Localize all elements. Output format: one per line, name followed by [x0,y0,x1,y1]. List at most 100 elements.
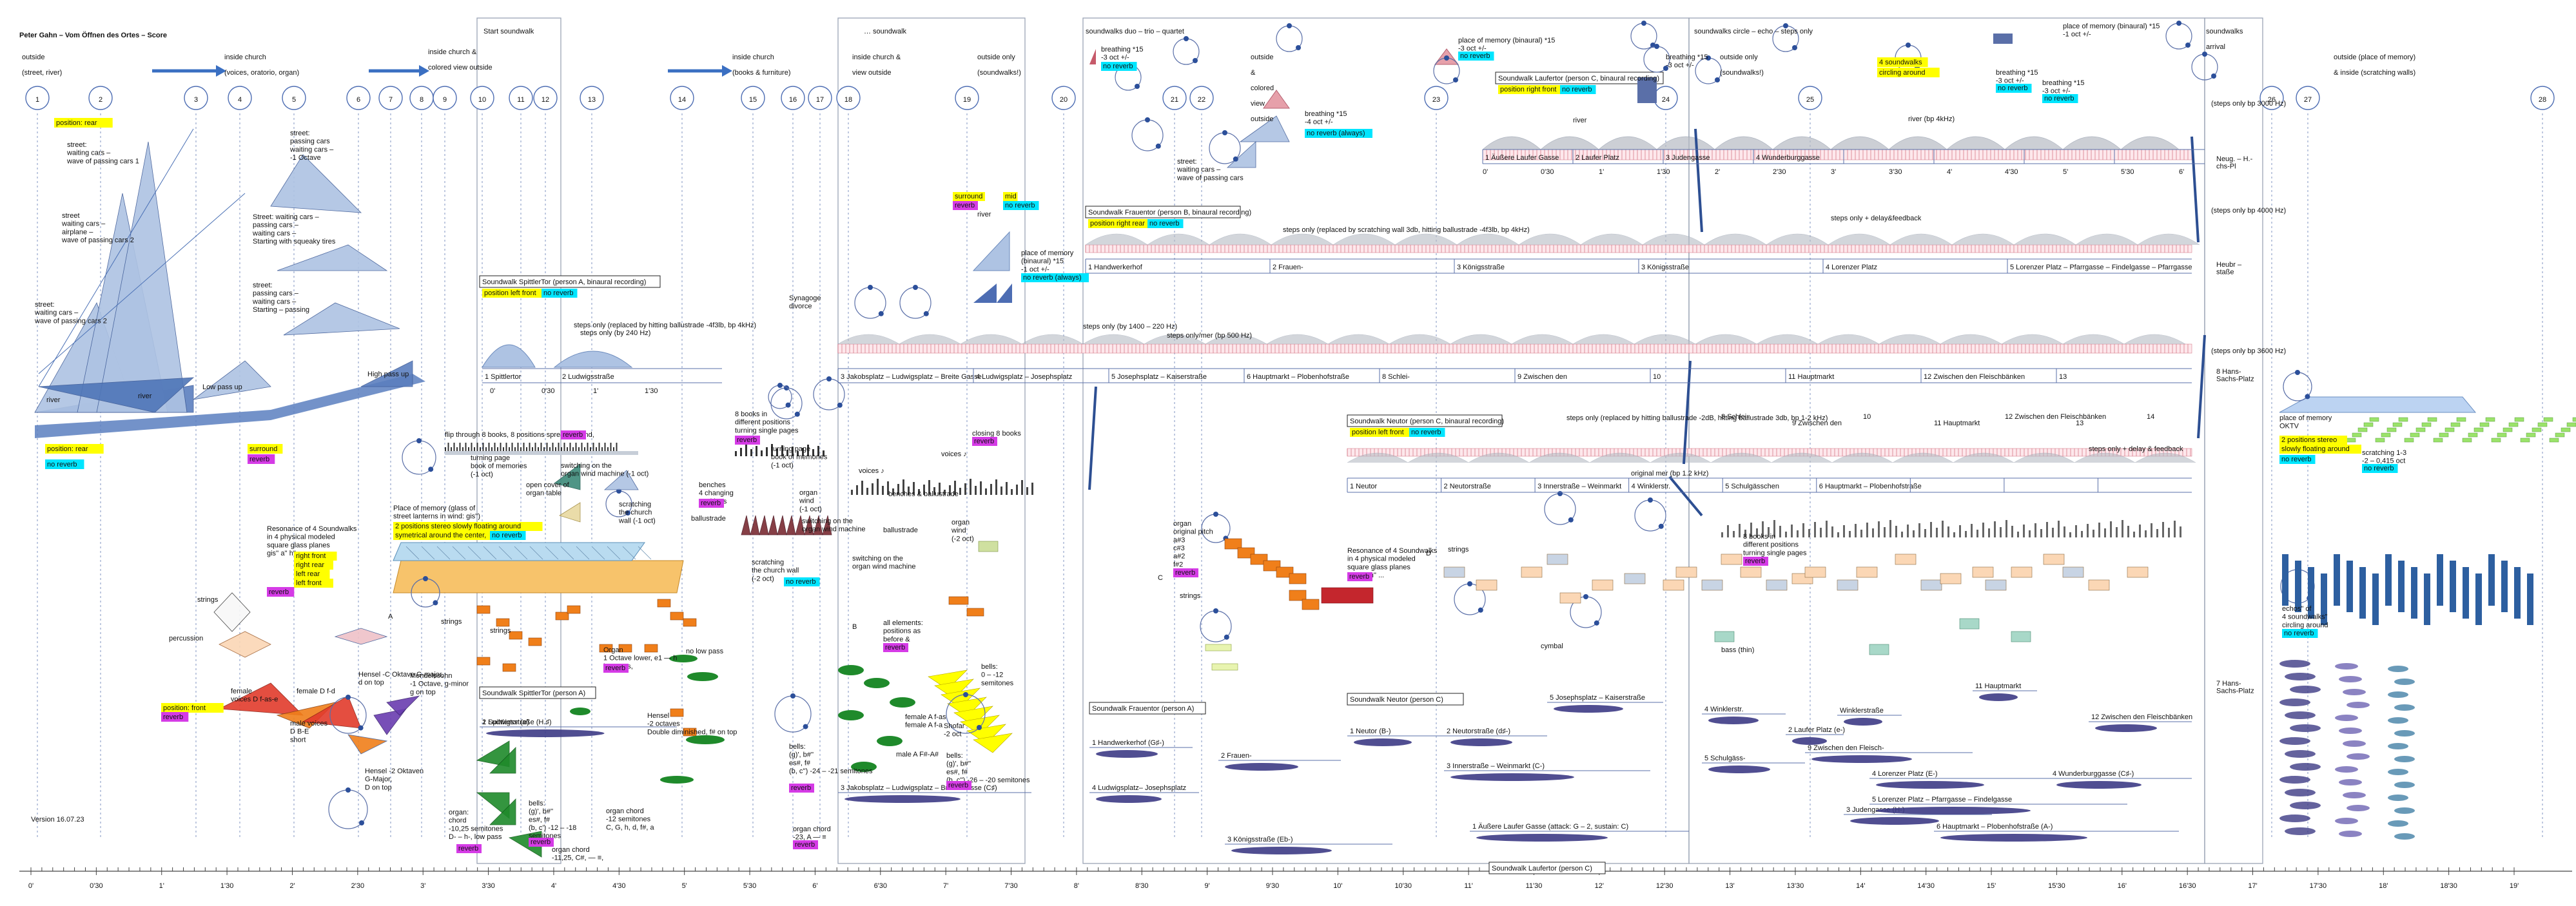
river-line [38,193,246,374]
spittler-long-hump [960,334,1022,345]
laufer-hump [1888,136,1947,150]
speaker-dot [1296,45,1301,50]
organ-block-b [948,596,969,605]
spittler-long-hump [899,334,961,345]
step-note: steps only (replaced by scratching wall … [1283,226,1530,234]
soundwalk-lens [1708,766,1770,773]
speaker-dot [1663,66,1668,71]
speaker-dot [1641,21,1646,26]
spittler-long-hump [1634,334,1696,345]
block-d [1624,573,1646,584]
spittler-long-hump [1695,334,1757,345]
ballustrade-shape [741,515,751,535]
spittler-long-hump [1082,334,1145,345]
marker-number: 21 [1171,96,1178,104]
track-time: 3' [1831,168,1836,176]
misc-track-label: 8 Schlei- [1721,413,1749,421]
track-time: 2' [1715,168,1720,176]
organ-block-b2 [978,541,999,552]
books-bar-d [1947,526,1949,537]
books-bar-d [2122,520,2123,537]
strings-ellipse [687,672,718,681]
soundwalk-neutor-lower: Soundwalk Neutor (person C) [1350,696,1443,704]
timeline-label: 16'30 [2179,882,2196,890]
speaker-dot [777,383,783,388]
timeline-label: 17'30 [2310,882,2327,890]
step-note: (steps only bp 3600 Hz) [2211,347,2286,355]
books-bar-d [1756,528,1758,537]
echo-lens [2347,702,2370,708]
bench-bar [861,481,863,495]
section-grid [19,17,2572,875]
low-pass-label: Low pass up [202,383,242,391]
books-bar-d [1953,532,1955,537]
street-label-7: street:waiting cars –wave of passing car… [1176,158,1244,182]
speaker-dot [1658,523,1664,529]
soundwalk-spittler-lower: Soundwalk SpittlerTor (person A) [482,689,585,697]
frauentor-hump [1271,233,1334,246]
reverb-tag-12: reverb [885,644,905,651]
flip-books-label: flip through 8 books, 8 positions spread… [445,431,594,439]
bells-yellow-shape [966,724,1006,744]
speaker-dot [1155,143,1161,149]
echo-bar [2450,561,2456,612]
reverb-tag-11-bg [972,437,997,446]
books-bar-d [1878,521,1880,537]
female-voices-shape [218,682,304,716]
block-d [1721,554,1742,565]
organ-block [644,644,658,653]
organ-block [528,637,542,646]
position-front-tag-bg [161,703,224,713]
books-bar-d [1750,523,1752,537]
echo-lens [2290,763,2321,771]
bass-label: bass (thin) [1721,646,1754,654]
books-bar-d [2168,528,2170,537]
street-label-5: Street: waiting cars –passing cars –wait… [252,213,336,246]
strings-label-c: strings [1180,592,1201,600]
scratching-green-block [2503,427,2513,432]
spittler-long-hump [1144,334,1206,345]
letter-d: D [1426,550,1431,557]
speaker-dot [785,402,791,408]
street-label-1: street:waiting cars –wave of passing car… [66,141,139,165]
soundwalk-lens [844,795,961,803]
books-bar-d [1889,520,1891,537]
book-bar [451,447,452,451]
books-bar-d [2040,529,2042,537]
timeline-label: 0' [28,882,34,890]
track-label: 1 Spittlertor [485,373,522,381]
block-d-green [1959,618,1980,630]
voice-shape [334,628,388,645]
track-time: 4'30 [2005,168,2018,176]
scratching-green-block [2532,427,2542,432]
timeline-label: 9'30 [1266,882,1279,890]
book-bar [534,443,536,451]
book-bar [616,443,618,451]
two-positions-tag-2-bg [393,531,500,540]
echo-bar [2527,573,2533,625]
laufer-hump [1946,136,2005,150]
speaker-dot [1654,44,1659,49]
scratching-green-block [2421,422,2432,427]
reverb-tag-10: reverb [701,499,721,507]
track-time: 6' [2179,168,2184,176]
books-bar-d [1779,526,1781,537]
book-bar [465,443,467,451]
books-bar-d [1936,528,1938,537]
frauentor-track-label: 2 Frauen- [1273,264,1303,271]
strings-ellipse-b [864,678,890,688]
position-rear-tag-bg [54,118,113,128]
cymbal-label: cymbal [1541,642,1563,650]
reverb-tag-18-bg [1743,557,1768,566]
marker-circle [88,86,113,110]
book-bar-2 [807,445,809,456]
speaker-dot [794,411,800,417]
book-bar-2 [823,450,825,456]
echo-lens [2279,814,2310,822]
scratching-green-block [2398,417,2408,422]
marker-number: 16 [789,96,797,104]
